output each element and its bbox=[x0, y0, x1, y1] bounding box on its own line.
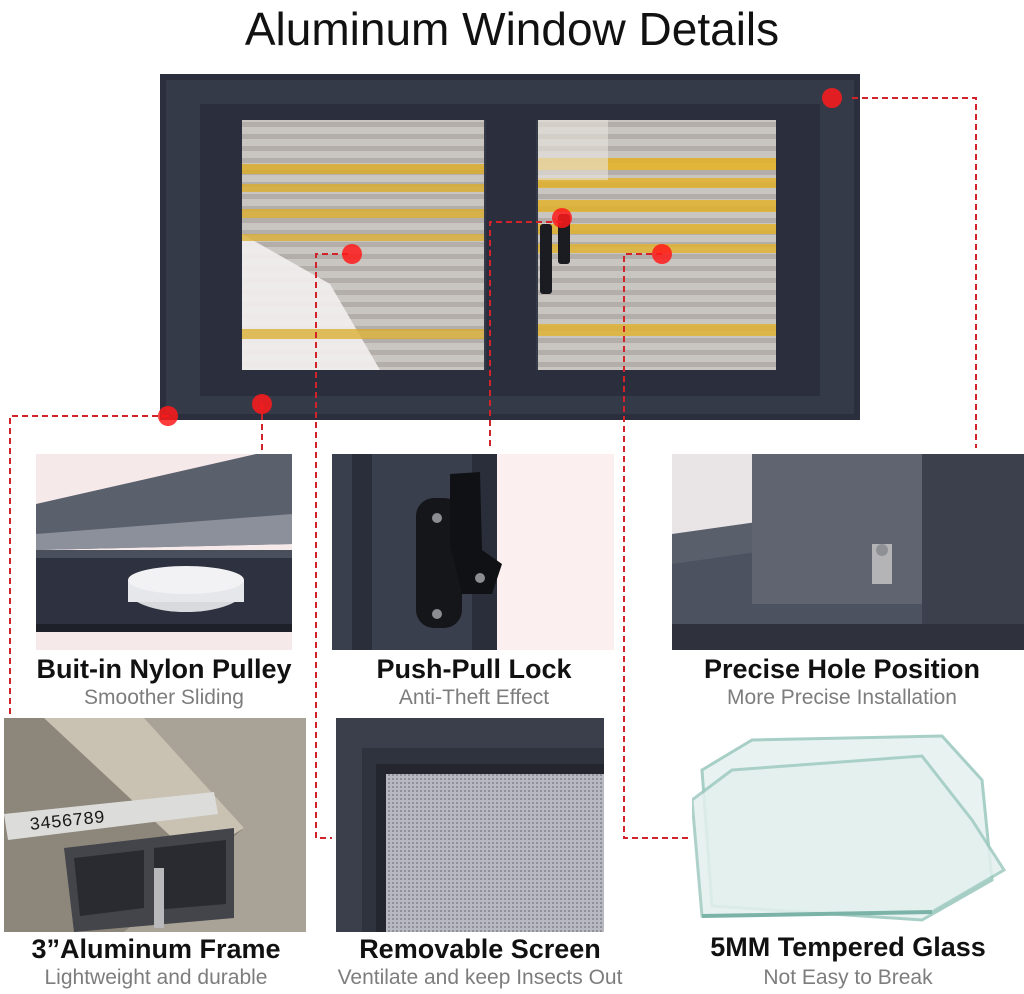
push-pull-lock-photo bbox=[332, 454, 614, 650]
nylon-pulley-photo bbox=[36, 454, 292, 650]
tempered-glass-photo bbox=[692, 730, 1012, 926]
page-title: Aluminum Window Details bbox=[244, 3, 780, 55]
feature-subtitle-pulley: Smoother Sliding bbox=[84, 686, 244, 709]
feature-title-frame: 3”Aluminum Frame bbox=[31, 934, 281, 964]
hole-position-photo bbox=[672, 454, 1024, 650]
feature-subtitle-frame: Lightweight and durable bbox=[44, 966, 268, 989]
feature-title-pulley: Buit-in Nylon Pulley bbox=[36, 654, 292, 684]
feature-title-hole: Precise Hole Position bbox=[703, 654, 981, 684]
feature-subtitle-screen: Ventilate and keep Insects Out bbox=[337, 966, 623, 989]
feature-title-lock: Push-Pull Lock bbox=[376, 654, 572, 684]
feature-subtitle-lock: Anti-Theft Effect bbox=[398, 686, 550, 709]
screen-mesh-photo bbox=[336, 718, 604, 932]
aluminum-frame-photo: 3456789 bbox=[4, 718, 306, 932]
feature-title-glass: 5MM Tempered Glass bbox=[710, 932, 986, 962]
feature-subtitle-glass: Not Easy to Break bbox=[763, 966, 933, 989]
feature-subtitle-hole: More Precise Installation bbox=[727, 686, 957, 709]
main-window-photo bbox=[160, 74, 860, 420]
feature-title-screen: Removable Screen bbox=[359, 934, 601, 964]
